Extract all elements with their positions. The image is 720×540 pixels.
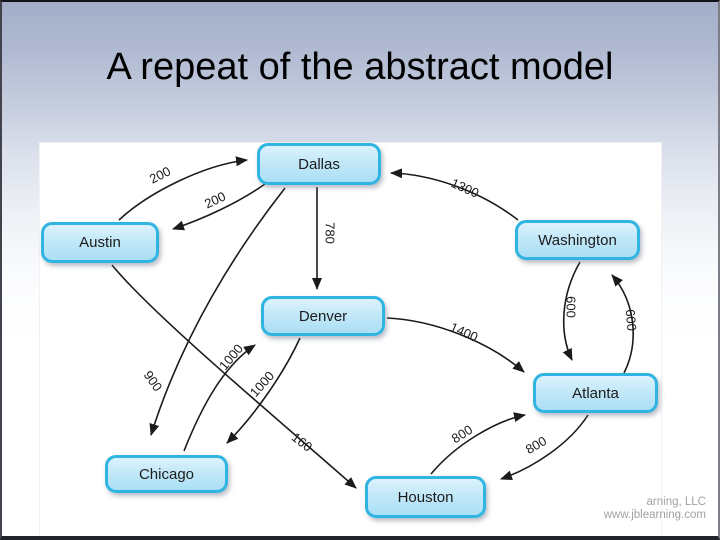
graph-figure: Dallas Austin Washington Denver Atlanta … (39, 142, 662, 536)
edge-label-washington-atlanta: 600 (563, 296, 579, 318)
watermark-line-2: www.jblearning.com (603, 509, 706, 521)
node-austin: Austin (41, 222, 159, 263)
watermark-line-1: arning, LLC (646, 496, 706, 508)
edge-washington-atlanta (562, 261, 581, 361)
edge-label-dallas-denver: 780 (322, 222, 338, 244)
node-dallas: Dallas (257, 143, 381, 185)
edge-houston-atlanta (430, 412, 526, 475)
edge-dallas-chicago (149, 187, 286, 436)
edge-label-atlanta-washington: 600 (622, 308, 640, 332)
node-atlanta: Atlanta (533, 373, 658, 413)
slide-title: A repeat of the abstract model (106, 46, 614, 88)
edge-denver-chicago (226, 337, 301, 444)
node-chicago: Chicago (105, 455, 228, 493)
node-denver: Denver (261, 296, 385, 336)
edge-austin-houston (111, 264, 357, 489)
node-washington: Washington (515, 220, 640, 260)
publisher-watermark: arning, LLC www.jblearning.com (604, 496, 706, 522)
edge-dallas-austin (172, 183, 266, 231)
edge-chicago-denver (183, 344, 256, 452)
edge-denver-atlanta (386, 317, 525, 373)
edge-atlanta-washington (611, 274, 634, 374)
node-houston: Houston (365, 476, 486, 518)
edge-washington-dallas (390, 168, 519, 221)
graph-edges-layer (111, 156, 634, 489)
edge-austin-dallas (118, 156, 248, 221)
edge-atlanta-houston (500, 414, 589, 481)
